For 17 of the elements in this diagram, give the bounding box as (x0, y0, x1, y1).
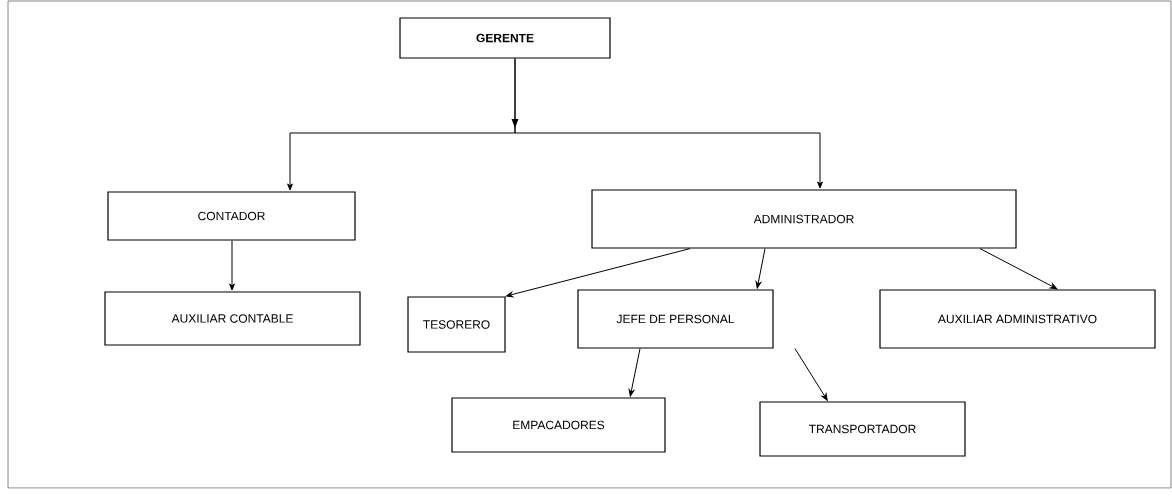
arrow (505, 248, 691, 298)
org-box: GERENTE (399, 17, 611, 59)
arrow (628, 348, 641, 397)
arrow-head (511, 119, 519, 128)
arrow (979, 248, 1058, 290)
org-box: JEFE DE PERSONAL (577, 289, 774, 349)
org-box: AUXILIAR CONTABLE (104, 291, 361, 346)
arrow (514, 58, 823, 189)
arrow (229, 240, 235, 291)
org-box: AUXILIAR ADMINISTRATIVO (879, 289, 1156, 349)
org-box: TESORERO (407, 296, 506, 353)
arrow (794, 348, 828, 401)
org-box: TRANSPORTADOR (759, 401, 966, 457)
org-box: ADMINISTRADOR (591, 189, 1017, 249)
org-box: EMPACADORES (451, 397, 666, 453)
arrow (755, 248, 766, 289)
org-box: CONTADOR (107, 191, 356, 241)
